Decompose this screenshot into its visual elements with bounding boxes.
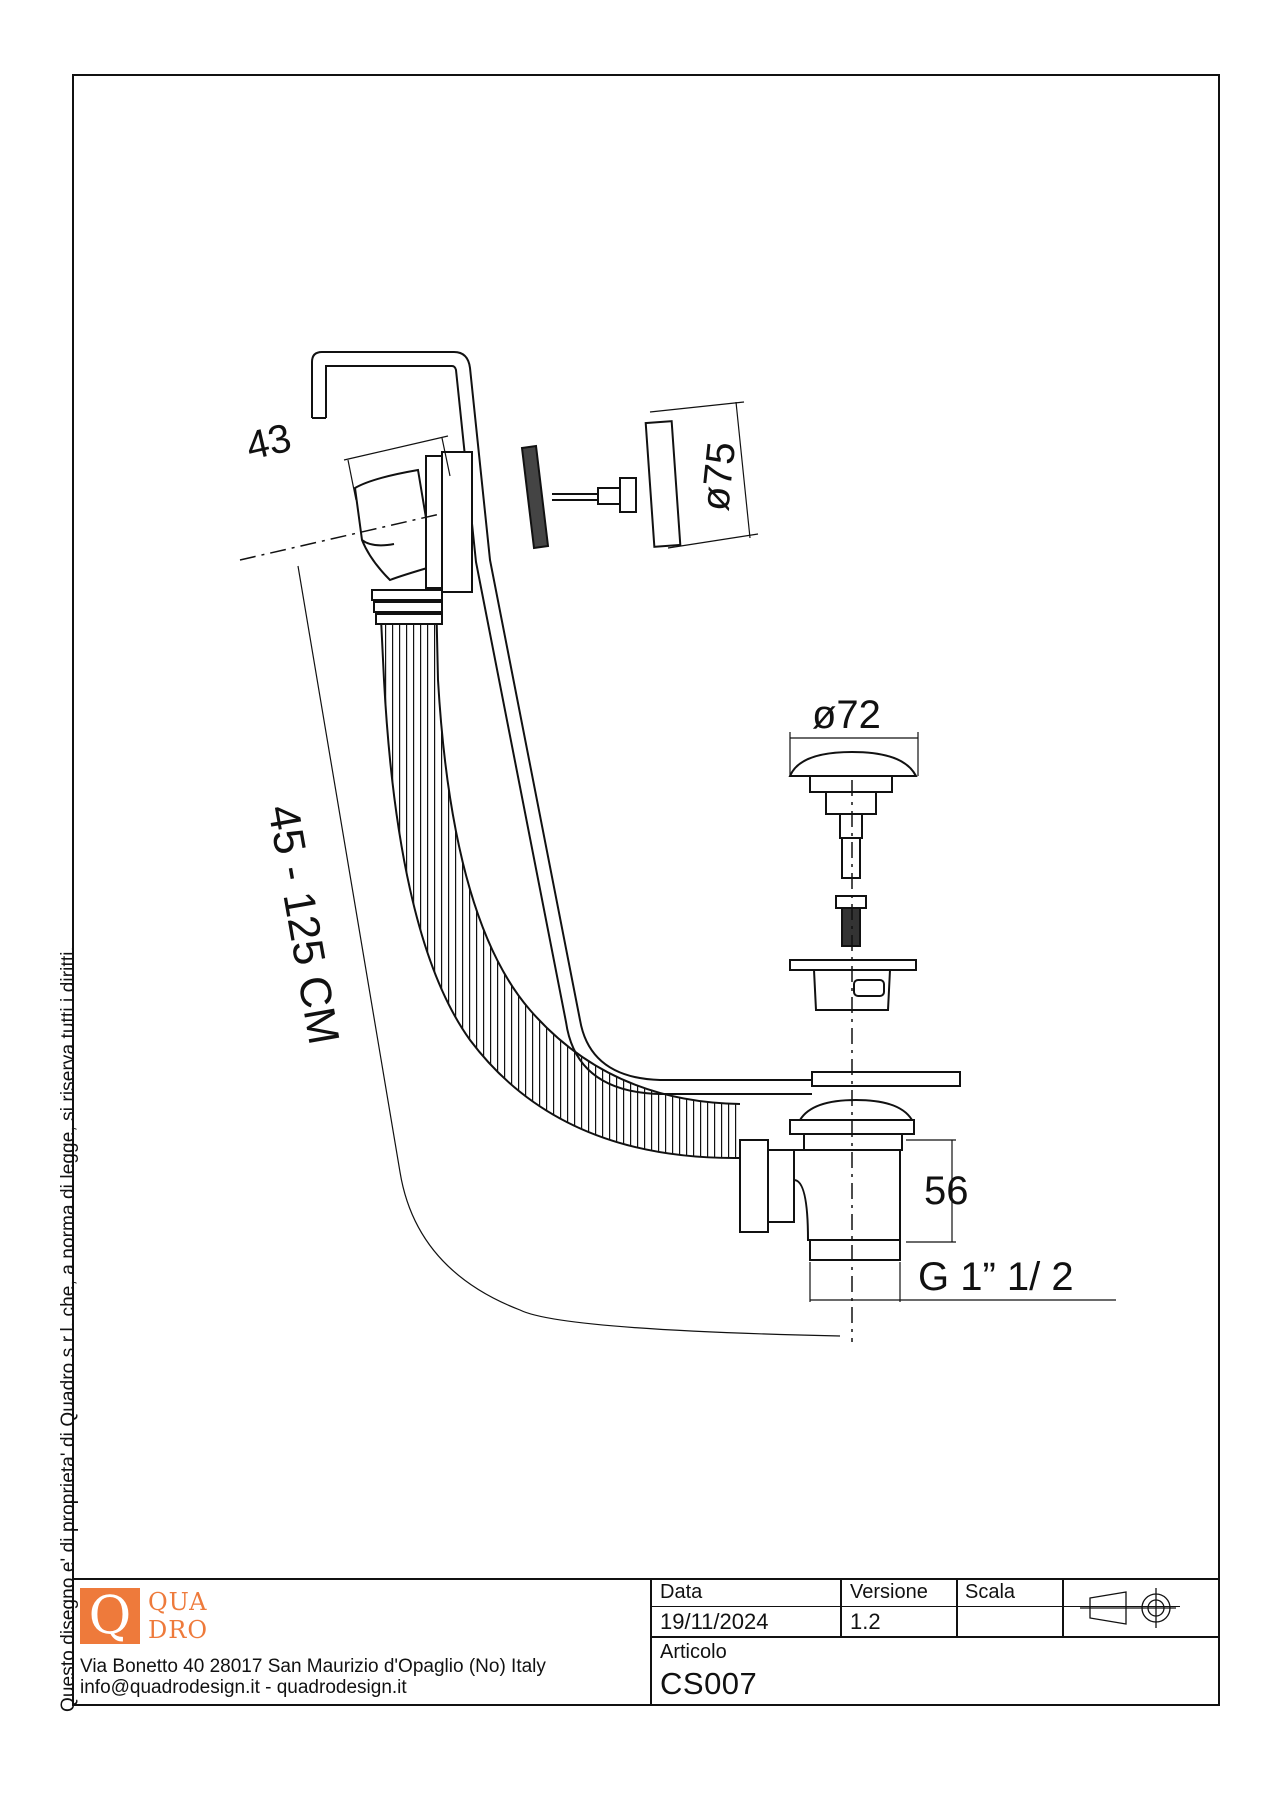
waste-grid (789, 959, 917, 971)
logo-text-1: QUA (148, 1588, 208, 1616)
logo-text-2: DRO (148, 1616, 208, 1644)
company-contact: info@quadrodesign.it - quadrodesign.it (80, 1677, 407, 1698)
overflow-cover (644, 420, 682, 548)
projection-symbol-icon (1080, 1588, 1176, 1628)
company-address: Via Bonetto 40 28017 San Maurizio d'Opag… (80, 1656, 546, 1677)
dim-75: ø75 (693, 440, 744, 513)
dim-length: 45 - 125 CM (258, 801, 348, 1048)
hose-nut (739, 1139, 769, 1233)
versione-value: 1.2 (850, 1609, 881, 1634)
waste-body (793, 1149, 901, 1241)
dim-56: 56 (924, 1169, 969, 1213)
versione-label: Versione (850, 1581, 928, 1603)
overflow-tube (311, 351, 812, 1081)
plug-cap (788, 750, 918, 777)
bath-plate (811, 1071, 961, 1087)
dim-43: 43 (242, 416, 295, 469)
data-label: Data (660, 1581, 703, 1603)
plug-spring (841, 907, 861, 947)
dim-thread: G 1” 1/ 2 (918, 1255, 1074, 1299)
title-block: Q QUA DRO Via Bonetto 40 28017 San Mauri… (72, 1578, 1220, 1706)
articolo-value: CS007 (660, 1666, 758, 1701)
scala-label: Scala (965, 1581, 1016, 1603)
overflow-gasket (520, 444, 550, 550)
dim-72: ø72 (812, 693, 881, 737)
hose-corrugation (384, 594, 740, 1159)
articolo-label: Articolo (660, 1641, 727, 1663)
drawing-frame (72, 74, 1220, 1706)
data-value: 19/11/2024 (660, 1609, 769, 1634)
logo-mark: Q (80, 1588, 140, 1644)
